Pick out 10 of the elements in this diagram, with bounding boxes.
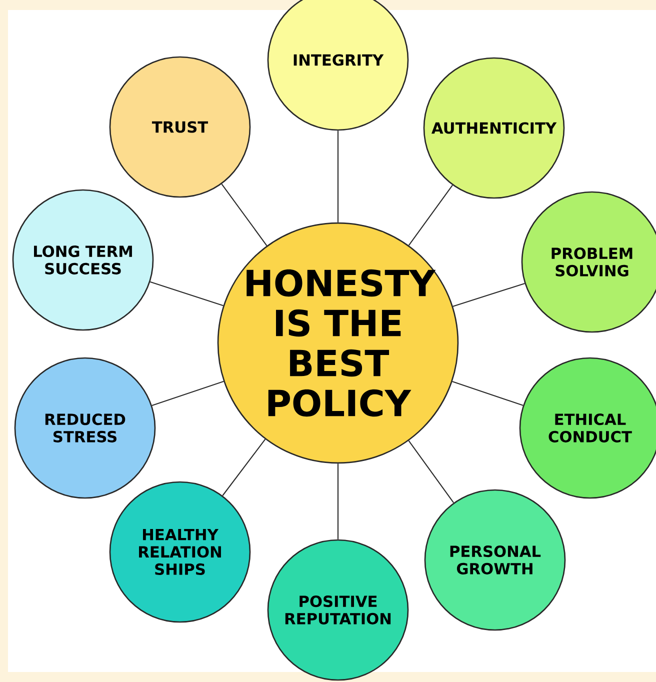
connector-line [337, 464, 339, 540]
connector-line [452, 282, 525, 307]
connector-line [408, 440, 454, 504]
connector-line [222, 438, 266, 496]
connector-line [150, 281, 224, 306]
connector-line [408, 184, 453, 246]
connector-line [337, 130, 339, 222]
connector-line [221, 184, 268, 246]
connector-line [452, 381, 524, 406]
connector-line [152, 380, 224, 406]
